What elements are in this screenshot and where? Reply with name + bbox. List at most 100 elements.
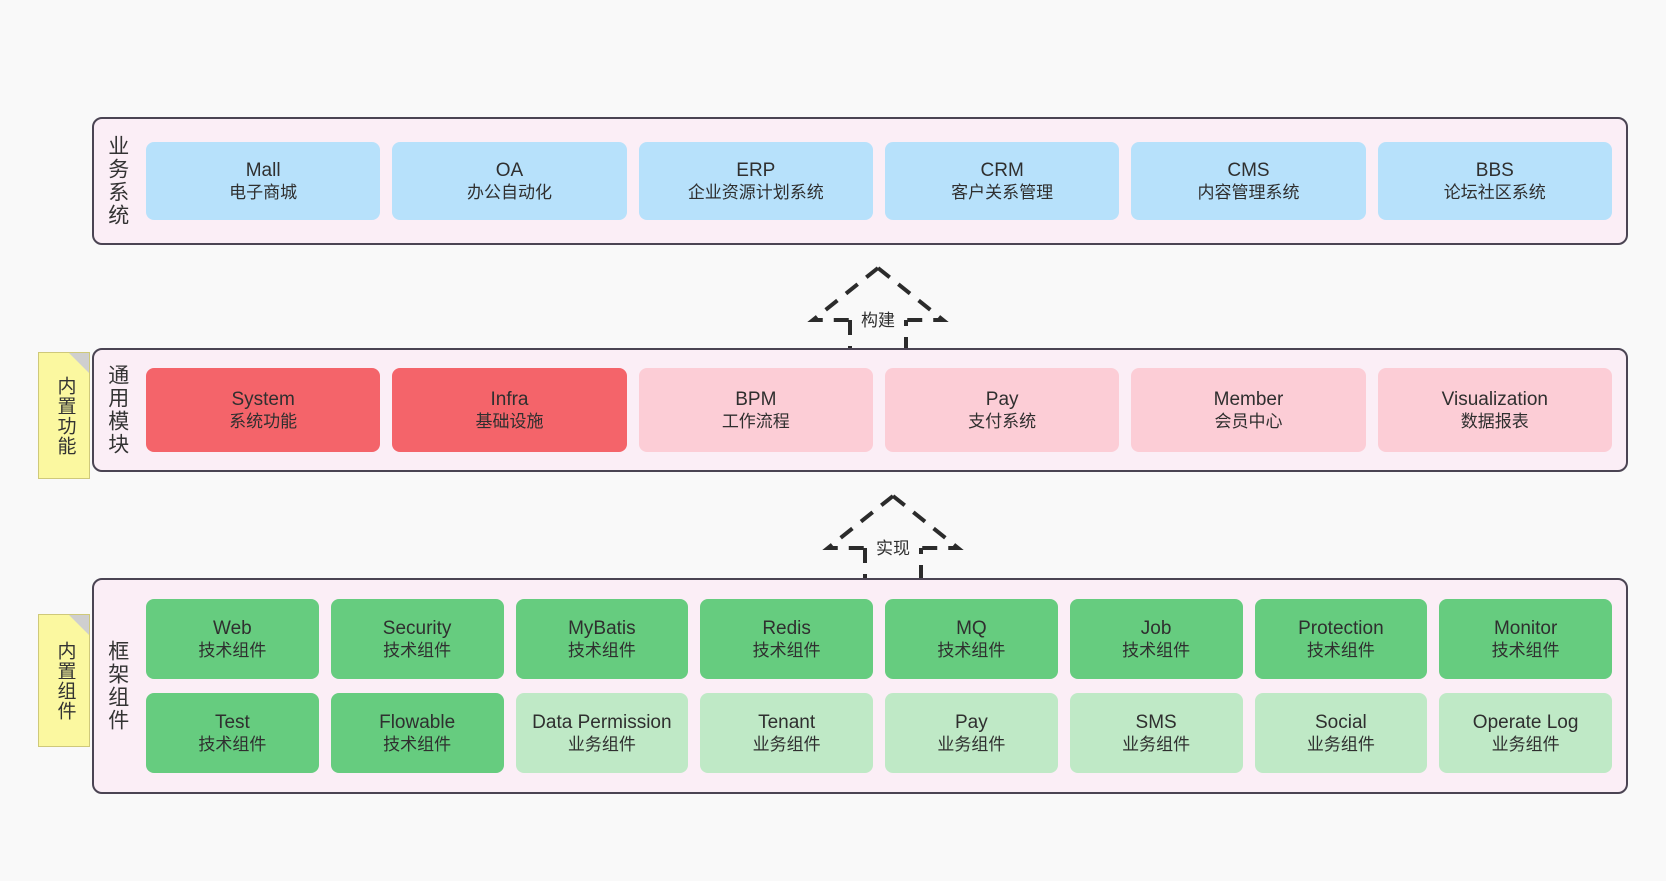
card-test[interactable]: Test 技术组件: [146, 693, 319, 773]
card-web[interactable]: Web 技术组件: [146, 599, 319, 679]
card-title-en: Pay: [985, 388, 1019, 410]
card-operate-log[interactable]: Operate Log 业务组件: [1439, 693, 1612, 773]
layer-common-modules: 通用模块 System 系统功能 Infra 基础设施 BPM 工作流程 Pay…: [92, 348, 1628, 472]
card-mybatis[interactable]: MyBatis 技术组件: [515, 599, 689, 679]
card-title-cn: 数据报表: [1460, 412, 1529, 432]
card-security[interactable]: Security 技术组件: [330, 599, 504, 679]
card-title-en: Infra: [490, 388, 529, 410]
card-system[interactable]: System 系统功能: [146, 368, 381, 452]
card-infra[interactable]: Infra 基础设施: [392, 368, 627, 452]
card-title-en: OA: [495, 159, 524, 181]
card-visualization[interactable]: Visualization 数据报表: [1377, 368, 1612, 452]
card-tenant[interactable]: Tenant 业务组件: [700, 693, 873, 773]
card-title-cn: 论坛社区系统: [1443, 183, 1546, 203]
card-redis[interactable]: Redis 技术组件: [700, 599, 873, 679]
note-label: 内置功能: [54, 375, 76, 456]
card-title-en: Flowable: [379, 711, 456, 733]
card-title-en: Mall: [245, 159, 281, 181]
card-title-en: Monitor: [1493, 617, 1558, 639]
card-title-cn: 业务组件: [752, 735, 821, 755]
layer-body-business-systems: Mall 电子商城 OA 办公自动化 ERP 企业资源计划系统 CRM 客户关系…: [140, 119, 1626, 243]
note-label: 内置组件: [54, 640, 76, 721]
card-monitor[interactable]: Monitor 技术组件: [1439, 599, 1612, 679]
card-social[interactable]: Social 业务组件: [1254, 693, 1428, 773]
card-member[interactable]: Member 会员中心: [1131, 368, 1366, 452]
card-pay-component[interactable]: Pay 业务组件: [885, 693, 1058, 773]
card-title-en: MQ: [956, 617, 987, 639]
card-title-cn: 业务组件: [1122, 735, 1191, 755]
card-title-en: Visualization: [1441, 388, 1548, 410]
card-title-cn: 技术组件: [198, 641, 267, 661]
layer-body-common-modules: System 系统功能 Infra 基础设施 BPM 工作流程 Pay 支付系统…: [140, 350, 1626, 470]
note-fold-corner-icon: [69, 615, 89, 635]
card-mq[interactable]: MQ 技术组件: [885, 599, 1058, 679]
card-erp[interactable]: ERP 企业资源计划系统: [638, 142, 873, 220]
card-title-en: Job: [1140, 617, 1172, 639]
card-title-cn: 电子商城: [229, 183, 298, 203]
connector-build: 构建: [793, 262, 963, 364]
card-title-cn: 客户关系管理: [951, 183, 1054, 203]
layer-framework-components: 框架组件 Web 技术组件 Security 技术组件 MyBatis 技术组件…: [92, 578, 1628, 794]
card-title-en: Protection: [1298, 617, 1384, 639]
card-title-cn: 内容管理系统: [1197, 183, 1300, 203]
card-title-en: Social: [1315, 711, 1367, 733]
card-title-cn: 企业资源计划系统: [687, 183, 824, 203]
card-crm[interactable]: CRM 客户关系管理: [884, 142, 1120, 220]
card-title-en: Data Permission: [532, 711, 672, 733]
card-title-cn: 技术组件: [383, 641, 452, 661]
card-pay-module[interactable]: Pay 支付系统: [884, 368, 1120, 452]
layer-label-common-modules: 通用模块: [105, 364, 129, 456]
card-protection[interactable]: Protection 技术组件: [1254, 599, 1428, 679]
card-title-en: ERP: [736, 159, 776, 181]
layer-body-framework-components: Web 技术组件 Security 技术组件 MyBatis 技术组件 Redi…: [140, 580, 1626, 792]
card-title-en: BPM: [735, 388, 777, 410]
card-title-en: MyBatis: [568, 617, 636, 639]
card-mall[interactable]: Mall 电子商城: [146, 142, 381, 220]
card-title-en: Test: [214, 711, 250, 733]
card-oa[interactable]: OA 办公自动化: [392, 142, 627, 220]
card-title-en: System: [231, 388, 295, 410]
card-title-en: Redis: [762, 617, 811, 639]
card-title-cn: 会员中心: [1214, 412, 1283, 432]
note-builtin-functions: 内置功能: [38, 352, 90, 479]
framework-row-technical: Web 技术组件 Security 技术组件 MyBatis 技术组件 Redi…: [146, 599, 1612, 679]
card-flowable[interactable]: Flowable 技术组件: [330, 693, 504, 773]
card-title-cn: 技术组件: [567, 641, 636, 661]
card-title-cn: 工作流程: [721, 412, 790, 432]
note-fold-corner-icon: [69, 353, 89, 373]
card-title-en: Pay: [955, 711, 988, 733]
card-title-cn: 办公自动化: [466, 183, 552, 203]
card-title-en: Member: [1213, 388, 1284, 410]
card-title-cn: 技术组件: [198, 735, 267, 755]
framework-row-business: Test 技术组件 Flowable 技术组件 Data Permission …: [146, 693, 1612, 773]
card-title-cn: 业务组件: [567, 735, 636, 755]
card-title-en: CRM: [980, 159, 1024, 181]
card-bbs[interactable]: BBS 论坛社区系统: [1377, 142, 1612, 220]
layer-business-systems: 业务系统 Mall 电子商城 OA 办公自动化 ERP 企业资源计划系统 CRM…: [92, 117, 1628, 245]
card-title-cn: 技术组件: [383, 735, 452, 755]
note-builtin-components: 内置组件: [38, 614, 90, 747]
card-title-cn: 技术组件: [937, 641, 1006, 661]
card-title-en: Operate Log: [1472, 711, 1579, 733]
card-title-cn: 系统功能: [229, 412, 298, 432]
card-title-cn: 基础设施: [475, 412, 544, 432]
connector-label-build: 构建: [861, 311, 895, 330]
card-title-cn: 技术组件: [1122, 641, 1191, 661]
card-job[interactable]: Job 技术组件: [1069, 599, 1243, 679]
connector-label-implement: 实现: [876, 539, 910, 558]
card-bpm[interactable]: BPM 工作流程: [638, 368, 873, 452]
layer-label-business-systems: 业务系统: [105, 135, 129, 227]
card-title-en: Security: [382, 617, 452, 639]
card-sms[interactable]: SMS 业务组件: [1069, 693, 1243, 773]
dashed-hollow-arrow-up-icon: [822, 494, 964, 590]
card-title-cn: 业务组件: [1491, 735, 1560, 755]
card-title-cn: 支付系统: [968, 412, 1037, 432]
card-title-en: Tenant: [758, 711, 816, 733]
card-title-en: SMS: [1135, 711, 1177, 733]
dashed-hollow-arrow-up-icon: [807, 266, 949, 362]
card-data-permission[interactable]: Data Permission 业务组件: [515, 693, 689, 773]
card-title-cn: 业务组件: [937, 735, 1006, 755]
card-title-en: CMS: [1227, 159, 1270, 181]
card-cms[interactable]: CMS 内容管理系统: [1131, 142, 1366, 220]
